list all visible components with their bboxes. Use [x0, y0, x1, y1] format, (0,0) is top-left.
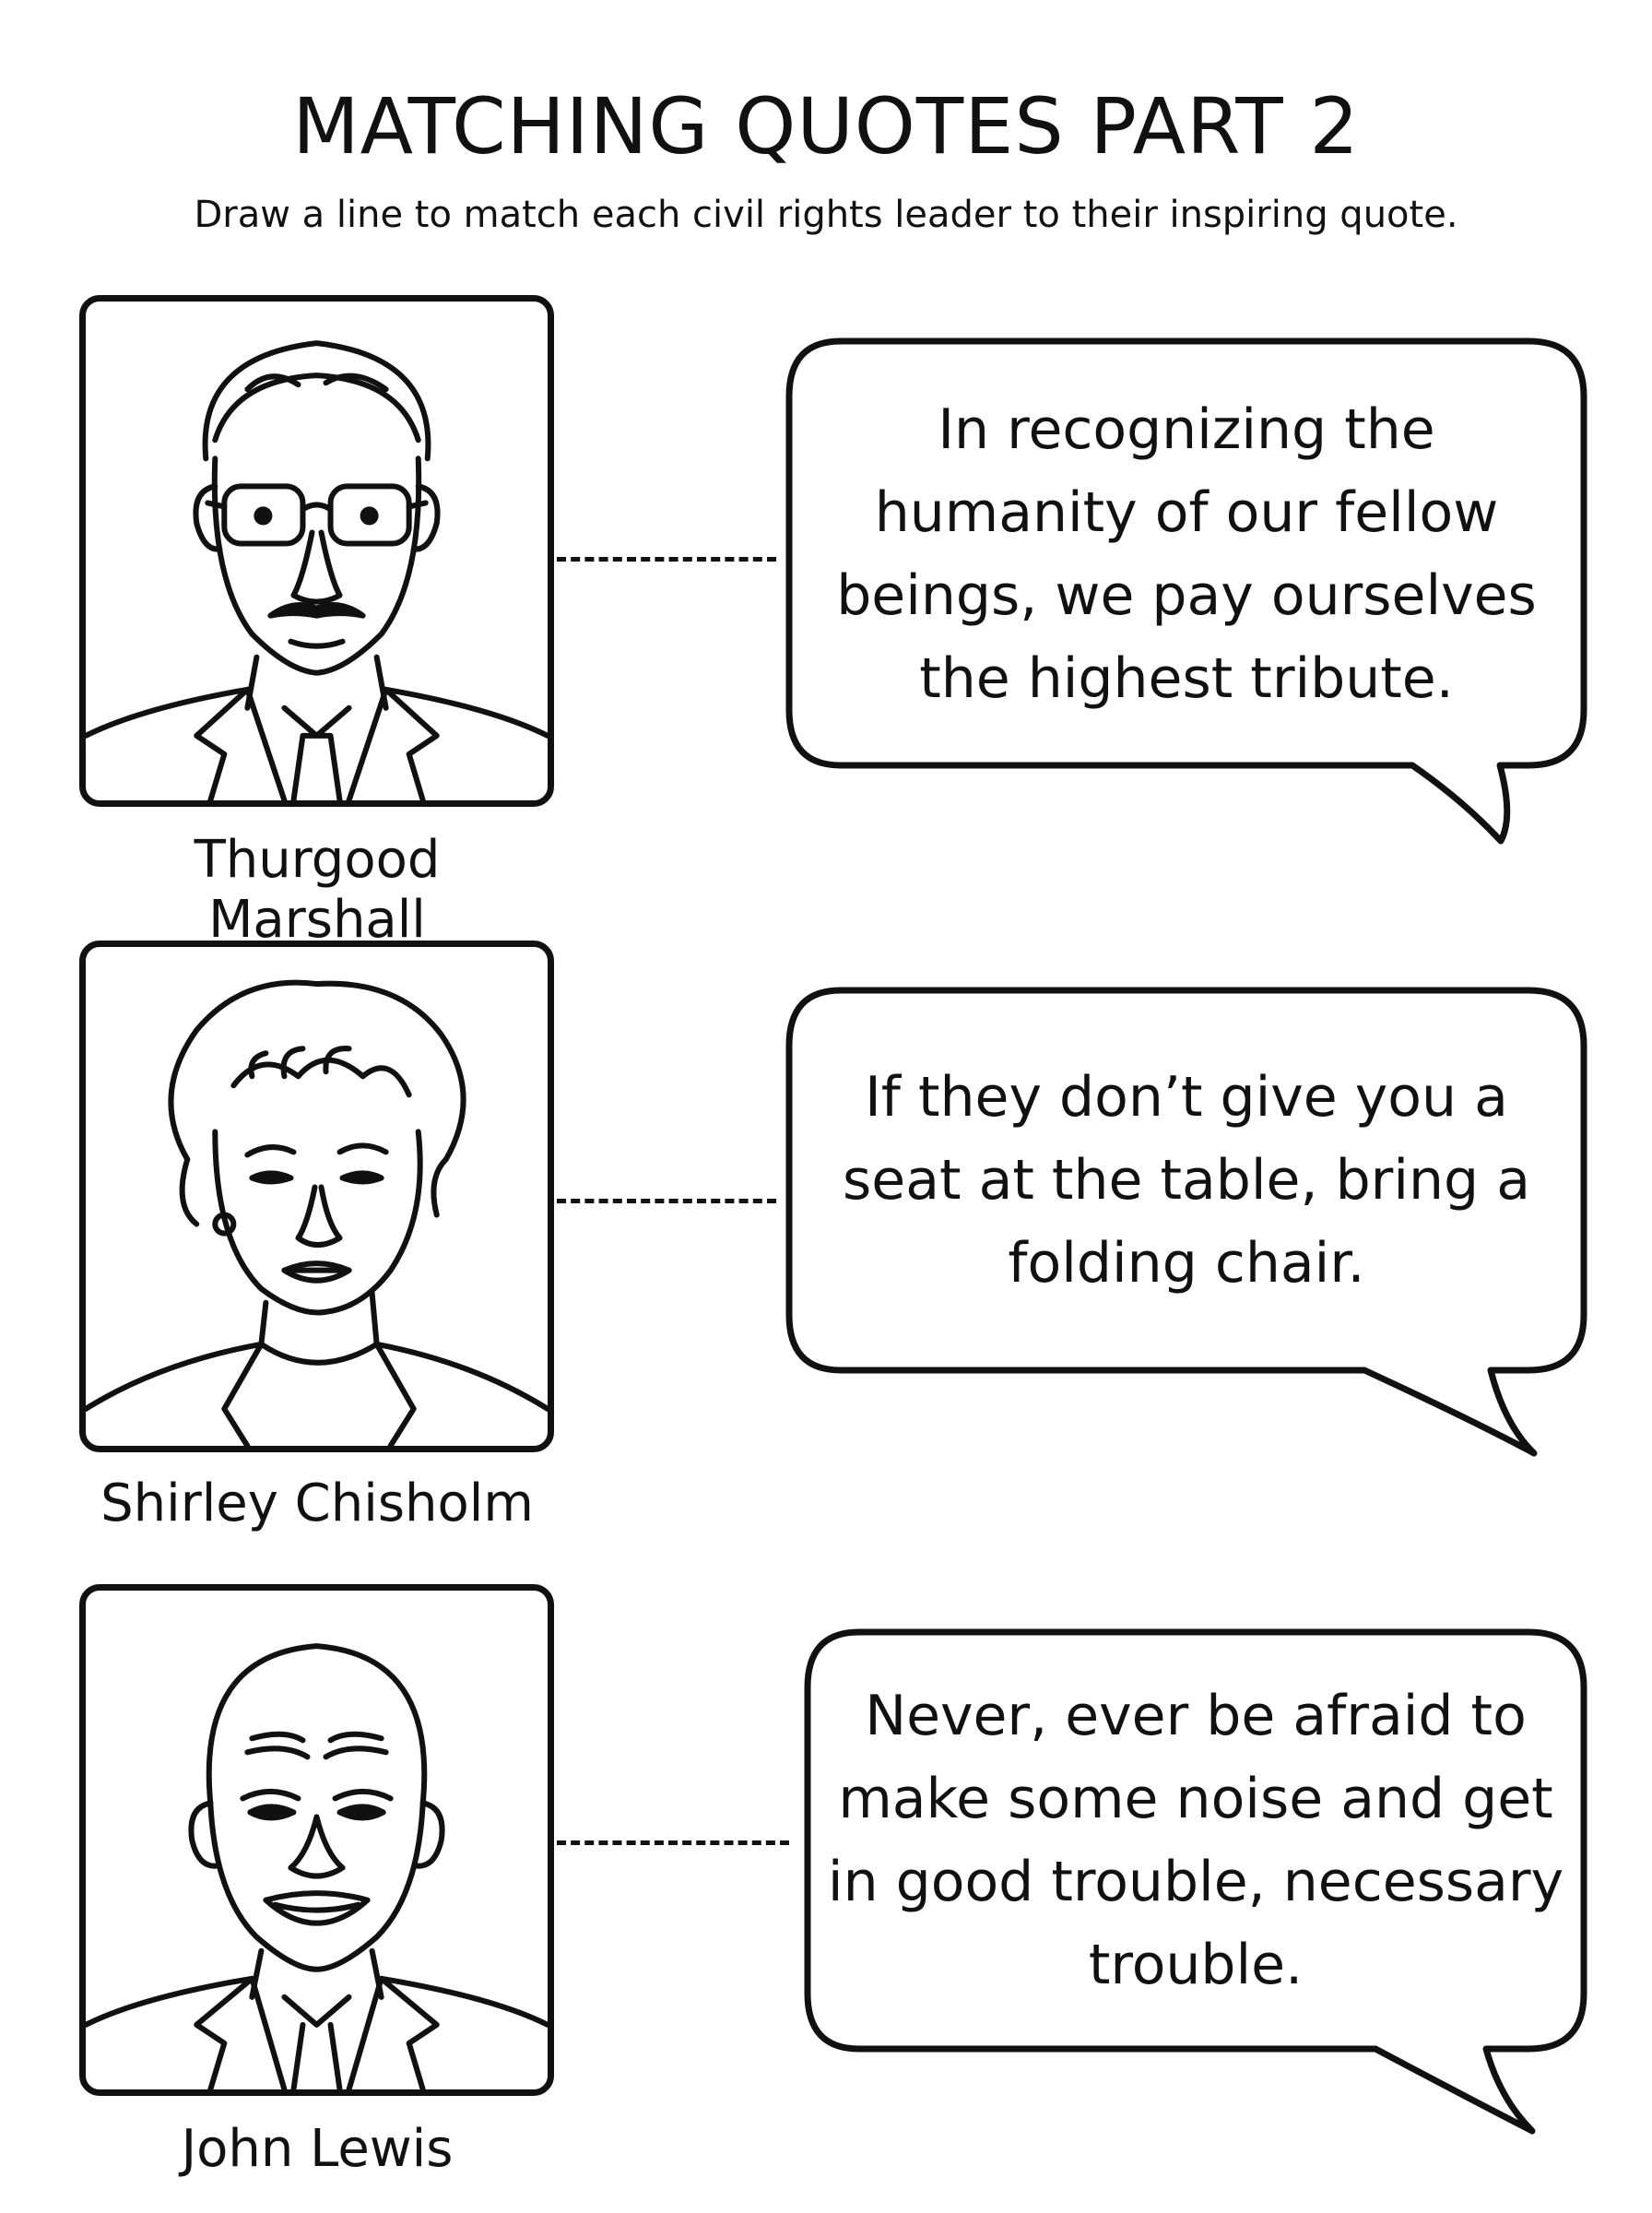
dashed-connector-2 — [557, 1199, 776, 1203]
quote-text-3: Never, ever be afraid to make some noise… — [827, 1684, 1564, 1997]
leader-name-1: Thurgood Marshall — [194, 830, 441, 950]
page-title: MATCHING QUOTES PART 2 — [292, 81, 1360, 172]
speech-bubble-shape — [804, 1628, 1587, 2135]
dashed-connector-3 — [557, 1840, 789, 1845]
speech-bubble-2: If they don’t give you a seat at the tab… — [785, 987, 1587, 1466]
quote-text-2: If they don’t give you a seat at the tab… — [843, 1065, 1530, 1296]
bald-smiling-man-portrait-icon — [86, 1643, 548, 2089]
quote-text-1: In recognizing the humanity of our fello… — [836, 397, 1537, 711]
leader-name-2: Shirley Chisholm — [100, 1473, 534, 1533]
portrait-frame-thurgood-marshall — [79, 295, 554, 807]
portrait-frame-john-lewis — [79, 1584, 554, 2096]
instructions-text: Draw a line to match each civil rights l… — [194, 194, 1458, 236]
woman-with-curled-hair-portrait-icon — [86, 979, 548, 1446]
speech-bubble-shape — [785, 987, 1587, 1457]
leader-name-3: John Lewis — [181, 2119, 454, 2179]
speech-bubble-shape — [785, 337, 1587, 845]
portrait-frame-shirley-chisholm — [79, 941, 554, 1452]
speech-bubble-3: Never, ever be afraid to make some noise… — [804, 1628, 1587, 2145]
man-with-glasses-and-mustache-portrait-icon — [86, 340, 548, 800]
speech-bubble-1: In recognizing the humanity of our fello… — [785, 337, 1587, 854]
dashed-connector-1 — [557, 557, 776, 562]
